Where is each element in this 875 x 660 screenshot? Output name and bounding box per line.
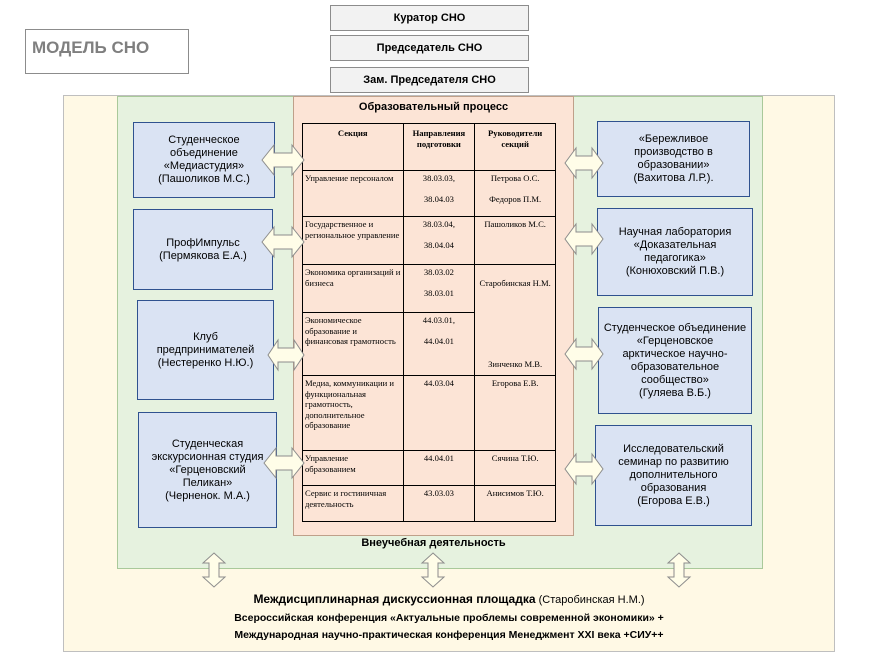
- vertical-double-arrow-icon: [201, 552, 227, 588]
- table-row: Сервис и гостиничная деятельность 43.03.…: [302, 485, 556, 522]
- section-cell: Управление персоналом: [302, 170, 404, 217]
- vertical-double-arrow-icon: [666, 552, 692, 588]
- leaders-cell: Егорова Е.В.: [474, 375, 556, 451]
- double-arrow-icon: [261, 225, 305, 259]
- codes-cell: 38.03.04, 38.04.04: [402, 216, 476, 265]
- all-russian-conference: Всероссийская конференция «Актуальные пр…: [234, 612, 664, 624]
- left-card-entrepreneurs-club: Клуб предпринимателей (Нестеренко Н.Ю.): [137, 300, 274, 400]
- double-arrow-icon: [564, 452, 604, 486]
- section-cell: Сервис и гостиничная деятельность: [302, 485, 404, 522]
- vertical-double-arrow-icon: [420, 552, 446, 588]
- table-row: Экономика организаций и бизнеса 38.03.02…: [302, 264, 556, 376]
- model-title: МОДЕЛЬ СНО: [25, 29, 189, 74]
- codes-cell: 44.03.01, 44.04.01: [402, 312, 476, 376]
- discussion-platform-title: Междисциплинарная дискуссионная площадка…: [253, 592, 645, 606]
- sections-table: Секция Направления подготовки Руководите…: [302, 123, 556, 522]
- right-card-lean-production: «Бережливое производство в образовании» …: [597, 121, 750, 197]
- double-arrow-icon: [564, 222, 604, 256]
- table-row: Управление образованием 44.04.01 Сячина …: [302, 450, 556, 486]
- double-arrow-icon: [564, 146, 604, 180]
- leader-name: Зинченко М.В.: [488, 358, 543, 369]
- codes-cell: 38.03.03, 38.04.03: [402, 170, 476, 217]
- section-cell: Управление образованием: [302, 450, 404, 486]
- left-card-profimpulse: ПрофИмпульс (Пермякова Е.А.): [133, 209, 273, 290]
- leaders-cell: Старобинская Н.М. Зинченко М.В.: [474, 264, 556, 376]
- codes-cell: 38.03.02 38.03.01: [402, 264, 476, 313]
- vice-chairman-box: Зам. Председателя СНО: [330, 67, 529, 93]
- table-row: Медиа, коммуникации и функциональная гра…: [302, 375, 556, 451]
- right-card-evidence-pedagogy: Научная лаборатория «Доказательная педаг…: [597, 208, 753, 296]
- section-cell: Экономика организаций и бизнеса: [302, 264, 404, 313]
- leaders-cell: Петрова О.С. Федоров П.М.: [474, 170, 556, 217]
- left-card-excursion-studio: Студенческая экскурсионная студия «Герце…: [138, 412, 277, 528]
- left-card-mediastudio: Студенческое объединение «Медиастудия» (…: [133, 122, 275, 198]
- right-card-research-seminar: Исследовательский семинар по развитию до…: [595, 425, 752, 526]
- leaders-cell: Анисимов Т.Ю.: [474, 485, 556, 522]
- leaders-cell: Пашоликов М.С.: [474, 216, 556, 265]
- codes-cell: 44.04.01: [402, 450, 476, 486]
- header-section: Секция: [302, 123, 404, 171]
- codes-cell: 44.03.04: [402, 375, 476, 451]
- double-arrow-icon: [267, 338, 305, 372]
- table-row: Управление персоналом 38.03.03, 38.04.03…: [302, 170, 556, 217]
- double-arrow-icon: [263, 446, 305, 480]
- right-card-arctic-community: Студенческое объединение «Герценовское а…: [598, 307, 752, 414]
- header-directions: Направления подготовки: [402, 123, 476, 171]
- chairman-box: Председатель СНО: [330, 35, 529, 61]
- curator-box: Куратор СНО: [330, 5, 529, 31]
- header-leaders: Руководители секций: [474, 123, 556, 171]
- section-cell: Экономическое образование и финансовая г…: [302, 312, 404, 376]
- section-cell: Медиа, коммуникации и функциональная гра…: [302, 375, 404, 451]
- leaders-cell: Сячина Т.Ю.: [474, 450, 556, 486]
- codes-cell: 43.03.03: [402, 485, 476, 522]
- educational-process-title: Образовательный процесс: [358, 101, 509, 113]
- international-conference: Международная научно-практическая конфер…: [234, 629, 664, 641]
- table-row: Государственное и региональное управлени…: [302, 216, 556, 265]
- leader-name: Старобинская Н.М.: [479, 277, 551, 288]
- section-cell: Государственное и региональное управлени…: [302, 216, 404, 265]
- double-arrow-icon: [261, 143, 305, 177]
- double-arrow-icon: [564, 337, 604, 371]
- extracurricular-title: Внеучебная деятельность: [361, 537, 506, 549]
